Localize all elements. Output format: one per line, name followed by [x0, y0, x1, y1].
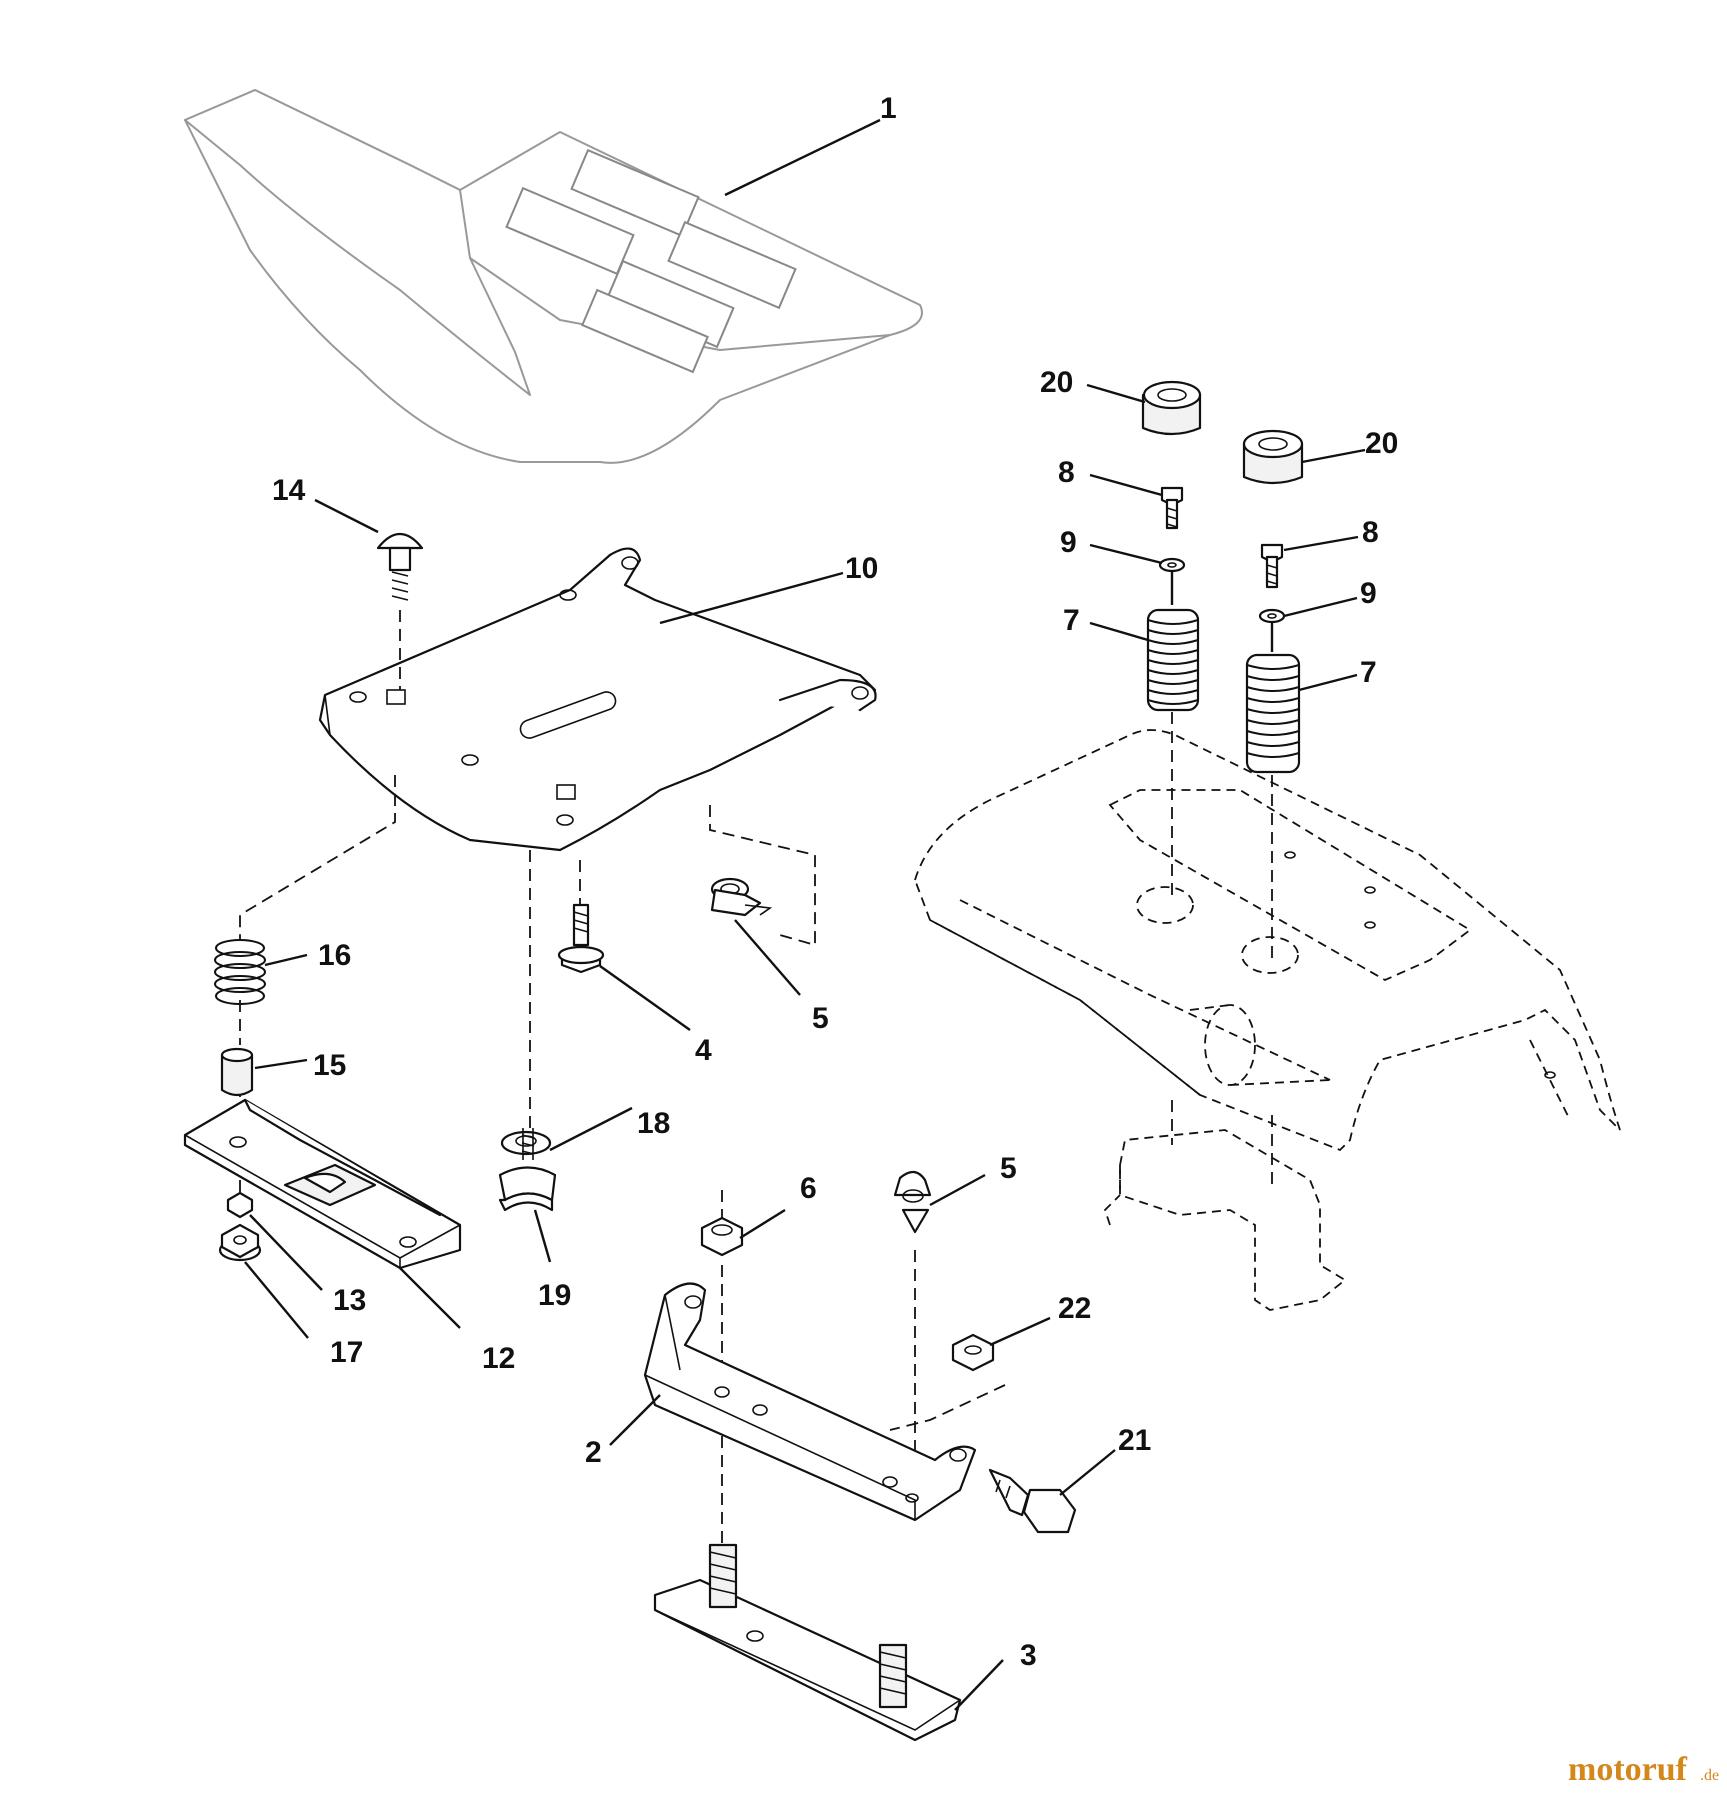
seat-pan: [318, 547, 877, 852]
spacer: [220, 1047, 254, 1097]
callout-12: 12: [482, 1342, 515, 1375]
adjustment-knob: [498, 1128, 557, 1212]
pivot-bracket: [643, 1282, 977, 1522]
callout-8-left: 8: [1058, 456, 1075, 489]
cable-clip-upper: [710, 877, 773, 917]
callout-14: 14: [272, 474, 306, 507]
base-plate: [653, 1543, 962, 1742]
tractor-frame: [914, 729, 1621, 1311]
callout-16: 16: [318, 939, 351, 972]
callout-7-right: 7: [1360, 656, 1377, 689]
slide-bracket: [183, 1098, 462, 1270]
washer-left: [1158, 557, 1186, 573]
bushing-right: [1242, 429, 1304, 485]
spring-left: [1146, 571, 1200, 712]
callout-2: 2: [585, 1436, 602, 1469]
callout-21: 21: [1118, 1424, 1151, 1457]
bolt-left: [1160, 486, 1184, 530]
callout-6: 6: [800, 1172, 817, 1205]
callout-7-left: 7: [1063, 604, 1080, 637]
callout-18: 18: [637, 1107, 670, 1140]
flange-nut: [226, 1191, 254, 1219]
bushing-left: [1141, 380, 1202, 436]
callout-13: 13: [333, 1284, 366, 1317]
flat-washer: [500, 1130, 552, 1156]
callout-20-left: 20: [1040, 366, 1073, 399]
callout-10: 10: [845, 552, 878, 585]
hex-lock-nut: [700, 1216, 744, 1257]
callout-9-right: 9: [1360, 577, 1377, 610]
callout-19: 19: [538, 1279, 571, 1312]
watermark-logo: motoruf .de: [1568, 1751, 1719, 1788]
callout-22: 22: [1058, 1292, 1091, 1325]
carriage-bolt: [376, 532, 424, 690]
callout-5-lower: 5: [1000, 1152, 1017, 1185]
seat: [184, 89, 923, 464]
callout-3: 3: [1020, 1639, 1037, 1672]
callout-9-left: 9: [1060, 526, 1077, 559]
watermark-suffix: .de: [1700, 1767, 1719, 1784]
small-spring: [214, 939, 266, 1005]
hex-nut: [951, 1333, 995, 1372]
callout-17: 17: [330, 1336, 363, 1369]
callout-4: 4: [695, 1034, 712, 1067]
spring-right: [1245, 622, 1301, 774]
callout-15: 15: [313, 1049, 346, 1082]
callout-5-upper: 5: [812, 1002, 829, 1035]
hex-bolt: [988, 1468, 1077, 1534]
callout-20-right: 20: [1365, 427, 1398, 460]
lock-nut: [218, 1223, 262, 1262]
watermark-brand: motoruf: [1568, 1751, 1688, 1788]
leader-lines: [244, 118, 1366, 1711]
callout-8-right: 8: [1362, 516, 1379, 549]
cable-clip-lower: [893, 1170, 932, 1234]
callout-1: 1: [880, 92, 897, 125]
shoulder-bolt: [557, 903, 605, 974]
washer-right: [1258, 608, 1286, 624]
bolt-right: [1260, 543, 1284, 589]
callout-labels: 1 2 3 4 5 5 6 7 7 8 8 9 9 10 12 13 14 15…: [272, 92, 1398, 1672]
